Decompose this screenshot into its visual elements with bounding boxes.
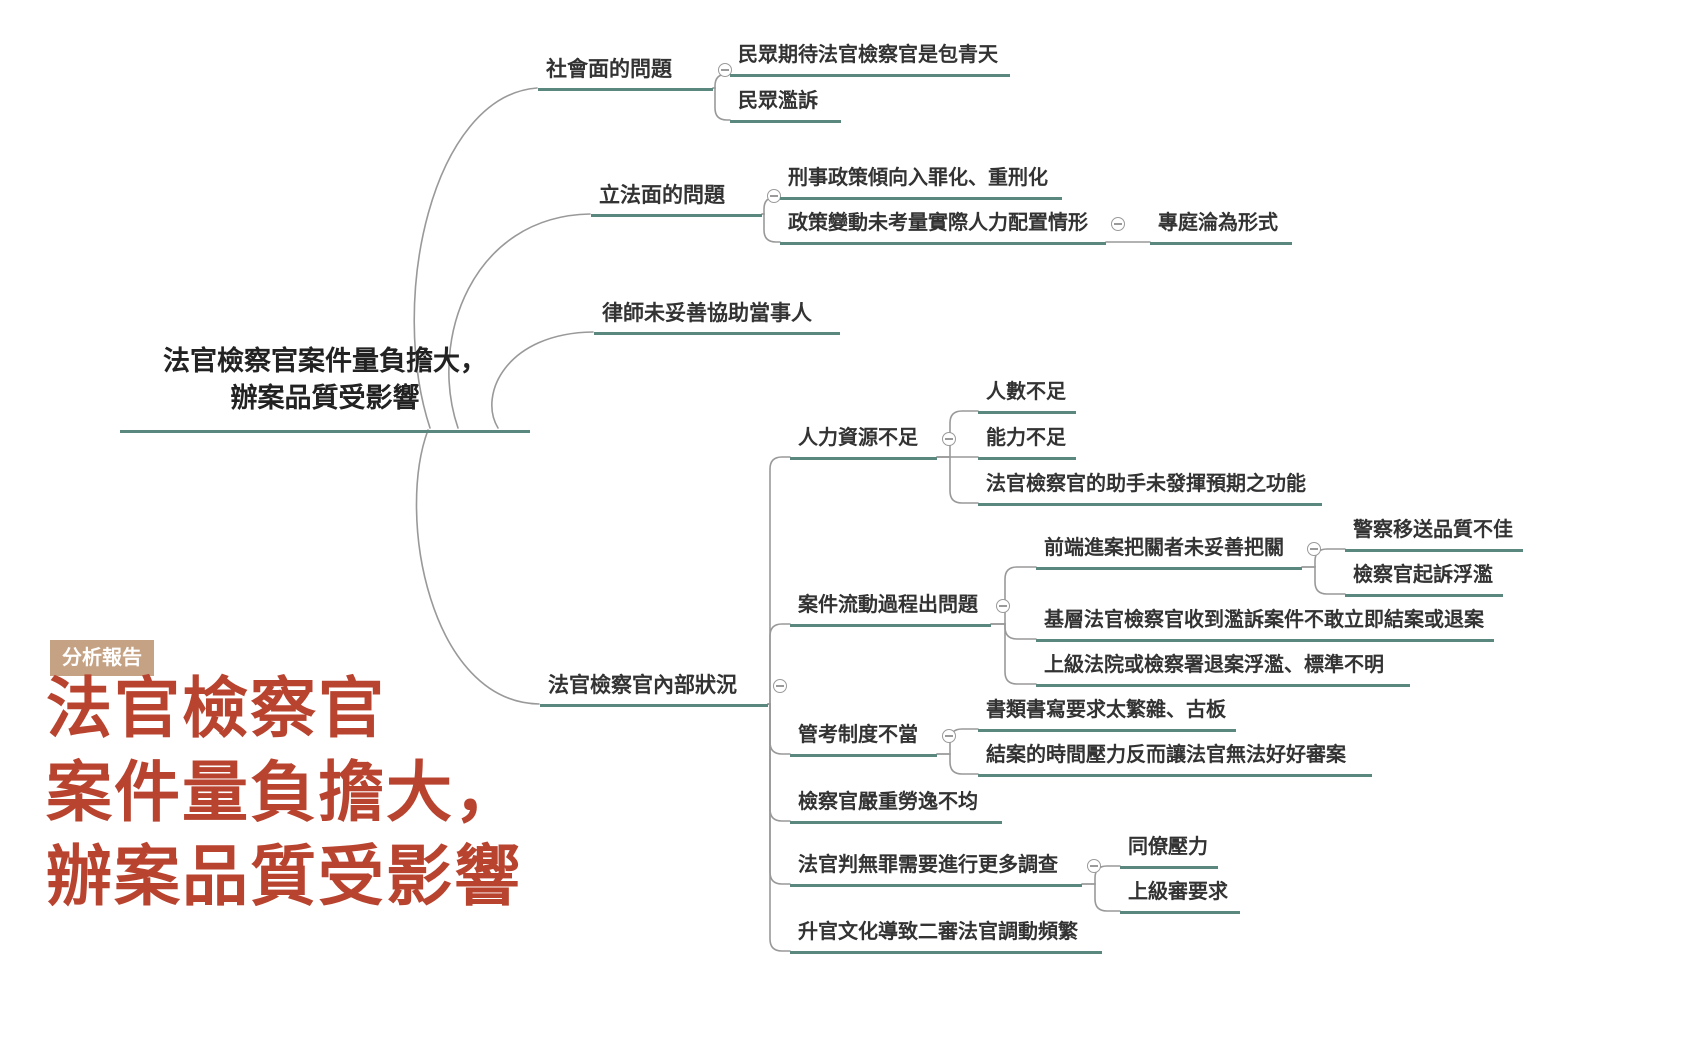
node-closing-time-pressure[interactable]: 結案的時間壓力反而讓法官無法好好審案 (978, 742, 1372, 777)
node-prosecutor-overcharging[interactable]: 檢察官起訴浮濫 (1345, 562, 1503, 597)
node-acquittal-more-investigation[interactable]: 法官判無罪需要進行更多調查 (790, 852, 1101, 887)
node-label: 民眾期待法官檢察官是包青天 (738, 44, 998, 66)
node-public-expect-judge[interactable]: 民眾期待法官檢察官是包青天 (730, 42, 1010, 77)
node-label: 書類書寫要求太繁雜、古板 (986, 699, 1226, 721)
node-label: 前端進案把關者未妥善把關 (1044, 537, 1284, 559)
node-legislative-issues[interactable]: 立法面的問題 (591, 182, 781, 217)
node-label: 立法面的問題 (599, 184, 725, 207)
node-label: 刑事政策傾向入罪化、重刑化 (788, 167, 1048, 189)
collapse-icon[interactable] (1087, 859, 1101, 873)
node-social-issues[interactable]: 社會面的問題 (538, 56, 732, 91)
node-internal-status[interactable]: 法官檢察官內部狀況 (540, 672, 787, 707)
node-special-court-formality[interactable]: 專庭淪為形式 (1150, 210, 1292, 245)
node-workload-imbalance[interactable]: 檢察官嚴重勞逸不均 (790, 789, 1002, 824)
node-label: 管考制度不當 (798, 724, 918, 746)
mindmap-root-node[interactable]: 法官檢察官案件量負擔大， 辦案品質受影響 (120, 343, 530, 433)
node-label: 上級法院或檢察署退案浮濫、標準不明 (1044, 654, 1384, 676)
node-lawyer-assist[interactable]: 律師未妥善協助當事人 (594, 300, 840, 335)
node-grassroots-cannot-close[interactable]: 基層法官檢察官收到濫訴案件不敢立即結案或退案 (1036, 607, 1494, 642)
node-assessment-system[interactable]: 管考制度不當 (790, 722, 956, 757)
node-label: 能力不足 (986, 427, 1066, 449)
node-label: 政策變動未考量實際人力配置情形 (788, 212, 1088, 234)
node-label: 法官檢察官的助手未發揮預期之功能 (986, 473, 1306, 495)
node-label: 律師未妥善協助當事人 (602, 302, 812, 325)
root-label-line1: 法官檢察官案件量負擔大， (163, 346, 487, 376)
node-paperwork-requirements[interactable]: 書類書寫要求太繁雜、古板 (978, 697, 1236, 732)
node-hr-shortage[interactable]: 人力資源不足 (790, 425, 956, 460)
node-label: 人數不足 (986, 381, 1066, 403)
node-label: 上級審要求 (1128, 881, 1228, 903)
collapse-icon[interactable] (1111, 217, 1125, 231)
node-label: 警察移送品質不佳 (1353, 519, 1513, 541)
node-superior-court-remand[interactable]: 上級法院或檢察署退案浮濫、標準不明 (1036, 652, 1410, 687)
node-label: 社會面的問題 (546, 58, 672, 81)
node-appellate-review-demand[interactable]: 上級審要求 (1120, 879, 1240, 914)
node-label: 同僚壓力 (1128, 836, 1208, 858)
node-label: 基層法官檢察官收到濫訴案件不敢立即結案或退案 (1044, 609, 1484, 631)
node-label: 檢察官起訴浮濫 (1353, 564, 1493, 586)
node-label: 法官判無罪需要進行更多調查 (798, 854, 1058, 876)
node-frontend-gatekeeping[interactable]: 前端進案把關者未妥善把關 (1036, 535, 1321, 570)
node-assistant-function[interactable]: 法官檢察官的助手未發揮預期之功能 (978, 471, 1322, 506)
root-label-line2: 辦案品質受影響 (230, 383, 420, 413)
node-label: 檢察官嚴重勞逸不均 (798, 791, 978, 813)
node-public-frivolous-suits[interactable]: 民眾濫訴 (730, 88, 841, 123)
node-label: 民眾濫訴 (738, 90, 818, 112)
collapse-icon[interactable] (942, 432, 956, 446)
node-capability-shortage[interactable]: 能力不足 (978, 425, 1076, 460)
report-title-line2: 案件量負擔大， (46, 757, 522, 830)
report-type-badge: 分析報告 (50, 640, 154, 676)
node-label: 結案的時間壓力反而讓法官無法好好審案 (986, 744, 1346, 766)
report-title-line3: 辦案品質受影響 (46, 841, 522, 914)
node-policy-change-manpower[interactable]: 政策變動未考量實際人力配置情形 (780, 210, 1125, 245)
node-label: 專庭淪為形式 (1158, 212, 1278, 234)
collapse-icon[interactable] (942, 729, 956, 743)
node-headcount-shortage[interactable]: 人數不足 (978, 379, 1076, 414)
collapse-icon[interactable] (767, 189, 781, 203)
node-label: 升官文化導致二審法官調動頻繁 (798, 921, 1078, 943)
collapse-icon[interactable] (718, 63, 732, 77)
node-label: 法官檢察官內部狀況 (548, 674, 737, 697)
node-promotion-culture[interactable]: 升官文化導致二審法官調動頻繁 (790, 919, 1102, 954)
collapse-icon[interactable] (996, 599, 1010, 613)
report-title: 法官檢察官 案件量負擔大， 辦案品質受影響 (46, 668, 522, 920)
node-label: 人力資源不足 (798, 427, 918, 449)
collapse-icon[interactable] (1307, 542, 1321, 556)
report-title-line1: 法官檢察官 (46, 673, 386, 746)
node-criminal-policy[interactable]: 刑事政策傾向入罪化、重刑化 (780, 165, 1062, 200)
node-label: 案件流動過程出問題 (798, 594, 978, 616)
node-peer-pressure[interactable]: 同僚壓力 (1120, 834, 1218, 869)
node-police-referral-quality[interactable]: 警察移送品質不佳 (1345, 517, 1523, 552)
collapse-icon[interactable] (773, 679, 787, 693)
node-case-flow-problem[interactable]: 案件流動過程出問題 (790, 592, 1010, 627)
